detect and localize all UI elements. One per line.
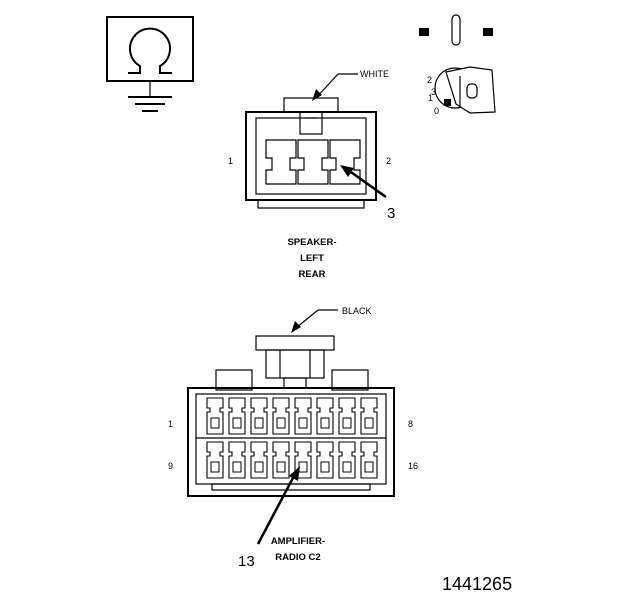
- amplifier-cavity: [272, 397, 290, 435]
- amplifier-pin-16-label: 16: [408, 461, 418, 471]
- speaker-connector: WHITE 1 2 3 SPEAKER- LEFT REAR: [228, 69, 395, 280]
- amplifier-cavity: [228, 397, 246, 435]
- amplifier-cavity: [360, 397, 378, 435]
- speaker-color-label: WHITE: [360, 69, 389, 79]
- amplifier-pin-9-label: 9: [168, 461, 173, 471]
- ignition-key-icon: 3 2 1 0: [419, 14, 496, 116]
- amplifier-cavity: [206, 441, 224, 479]
- amplifier-cavity: [272, 441, 290, 479]
- amplifier-cavity: [338, 397, 356, 435]
- amplifier-cavity: [250, 397, 268, 435]
- amplifier-pin-8-label: 8: [408, 419, 413, 429]
- amplifier-cavity: [294, 397, 312, 435]
- amplifier-cavity: [228, 441, 246, 479]
- speaker-cavity: [329, 139, 361, 185]
- speaker-title-line-1: SPEAKER-: [287, 237, 336, 248]
- speaker-pin-1-label: 1: [228, 156, 233, 166]
- speaker-title-line-2: LEFT: [300, 253, 324, 264]
- key-position-1: 1: [428, 93, 433, 103]
- amplifier-title-line-2: RADIO C2: [275, 552, 320, 563]
- amplifier-cavity: [250, 441, 268, 479]
- figure-number: 1441265: [442, 574, 512, 594]
- key-position-3: 3: [431, 87, 436, 97]
- amplifier-cavity: [316, 397, 334, 435]
- speaker-title-line-3: REAR: [299, 269, 326, 280]
- amplifier-cavity: [360, 441, 378, 479]
- amplifier-cavity: [338, 441, 356, 479]
- amplifier-color-label: BLACK: [342, 306, 372, 316]
- speaker-cavity: [297, 139, 329, 185]
- speaker-pin-2-label: 2: [386, 156, 391, 166]
- amplifier-cavity: [316, 441, 334, 479]
- speaker-cavity: [265, 139, 297, 185]
- key-position-0: 0: [434, 106, 439, 116]
- speaker-callout-number: 3: [387, 205, 395, 222]
- resistance-ground-icon: [106, 16, 194, 112]
- key-position-2: 2: [427, 75, 432, 85]
- amplifier-connector: BLACK 1 8 9 16 13 AMPLIFIER- RADIO C2: [168, 306, 418, 570]
- amplifier-pin-1-label: 1: [168, 419, 173, 429]
- amplifier-title-line-1: AMPLIFIER-: [271, 536, 325, 547]
- amplifier-callout-number: 13: [238, 553, 255, 570]
- amplifier-cavity: [206, 397, 224, 435]
